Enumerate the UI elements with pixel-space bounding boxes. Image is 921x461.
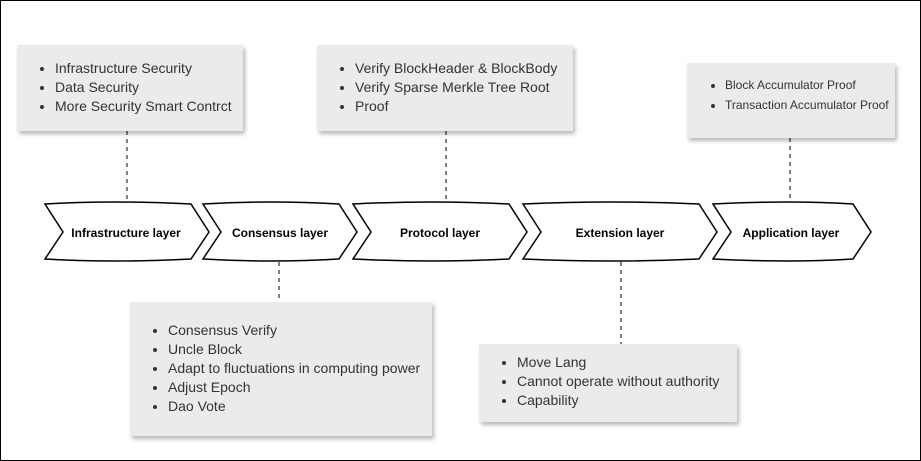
layer-label-infrastructure: Infrastructure layer bbox=[71, 226, 181, 240]
chevron-infrastructure bbox=[43, 201, 210, 262]
list-item: Block Accumulator Proof bbox=[725, 75, 895, 95]
list-item: Capability bbox=[517, 391, 737, 410]
list-item: Adapt to fluctuations in computing power bbox=[168, 359, 432, 378]
chevron-consensus bbox=[201, 201, 358, 262]
list-item: Dao Vote bbox=[168, 397, 432, 416]
list-item: Proof bbox=[355, 97, 573, 116]
note-infrastructure: Infrastructure Security Data Security Mo… bbox=[17, 45, 243, 131]
list-item: Uncle Block bbox=[168, 340, 432, 359]
list-item: Consensus Verify bbox=[168, 321, 432, 340]
note-infrastructure-list: Infrastructure Security Data Security Mo… bbox=[17, 59, 243, 116]
list-item: Move Lang bbox=[517, 353, 737, 372]
layer-label-protocol: Protocol layer bbox=[400, 226, 480, 240]
list-item: Cannot operate without authority bbox=[517, 372, 737, 391]
list-item: Data Security bbox=[55, 78, 243, 97]
layer-label-extension: Extension layer bbox=[576, 226, 665, 240]
note-extension-list: Move Lang Cannot operate without authori… bbox=[479, 353, 737, 410]
note-application-list: Block Accumulator Proof Transaction Accu… bbox=[687, 75, 895, 115]
list-item: Verify BlockHeader & BlockBody bbox=[355, 59, 573, 78]
list-item: Verify Sparse Merkle Tree Root bbox=[355, 78, 573, 97]
list-item: Infrastructure Security bbox=[55, 59, 243, 78]
list-item: More Security Smart Contrct bbox=[55, 97, 243, 116]
list-item: Transaction Accumulator Proof bbox=[725, 95, 895, 115]
note-application: Block Accumulator Proof Transaction Accu… bbox=[687, 63, 895, 138]
note-consensus: Consensus Verify Uncle Block Adapt to fl… bbox=[130, 302, 432, 436]
note-protocol: Verify BlockHeader & BlockBody Verify Sp… bbox=[317, 45, 573, 131]
list-item: Adjust Epoch bbox=[168, 378, 432, 397]
note-protocol-list: Verify BlockHeader & BlockBody Verify Sp… bbox=[317, 59, 573, 116]
note-consensus-list: Consensus Verify Uncle Block Adapt to fl… bbox=[130, 321, 432, 416]
chevron-extension bbox=[521, 201, 718, 262]
layer-label-application: Application layer bbox=[743, 226, 840, 240]
chevron-application bbox=[711, 201, 872, 262]
note-extension: Move Lang Cannot operate without authori… bbox=[479, 344, 737, 422]
layer-label-consensus: Consensus layer bbox=[232, 226, 328, 240]
chevron-protocol bbox=[351, 201, 528, 262]
